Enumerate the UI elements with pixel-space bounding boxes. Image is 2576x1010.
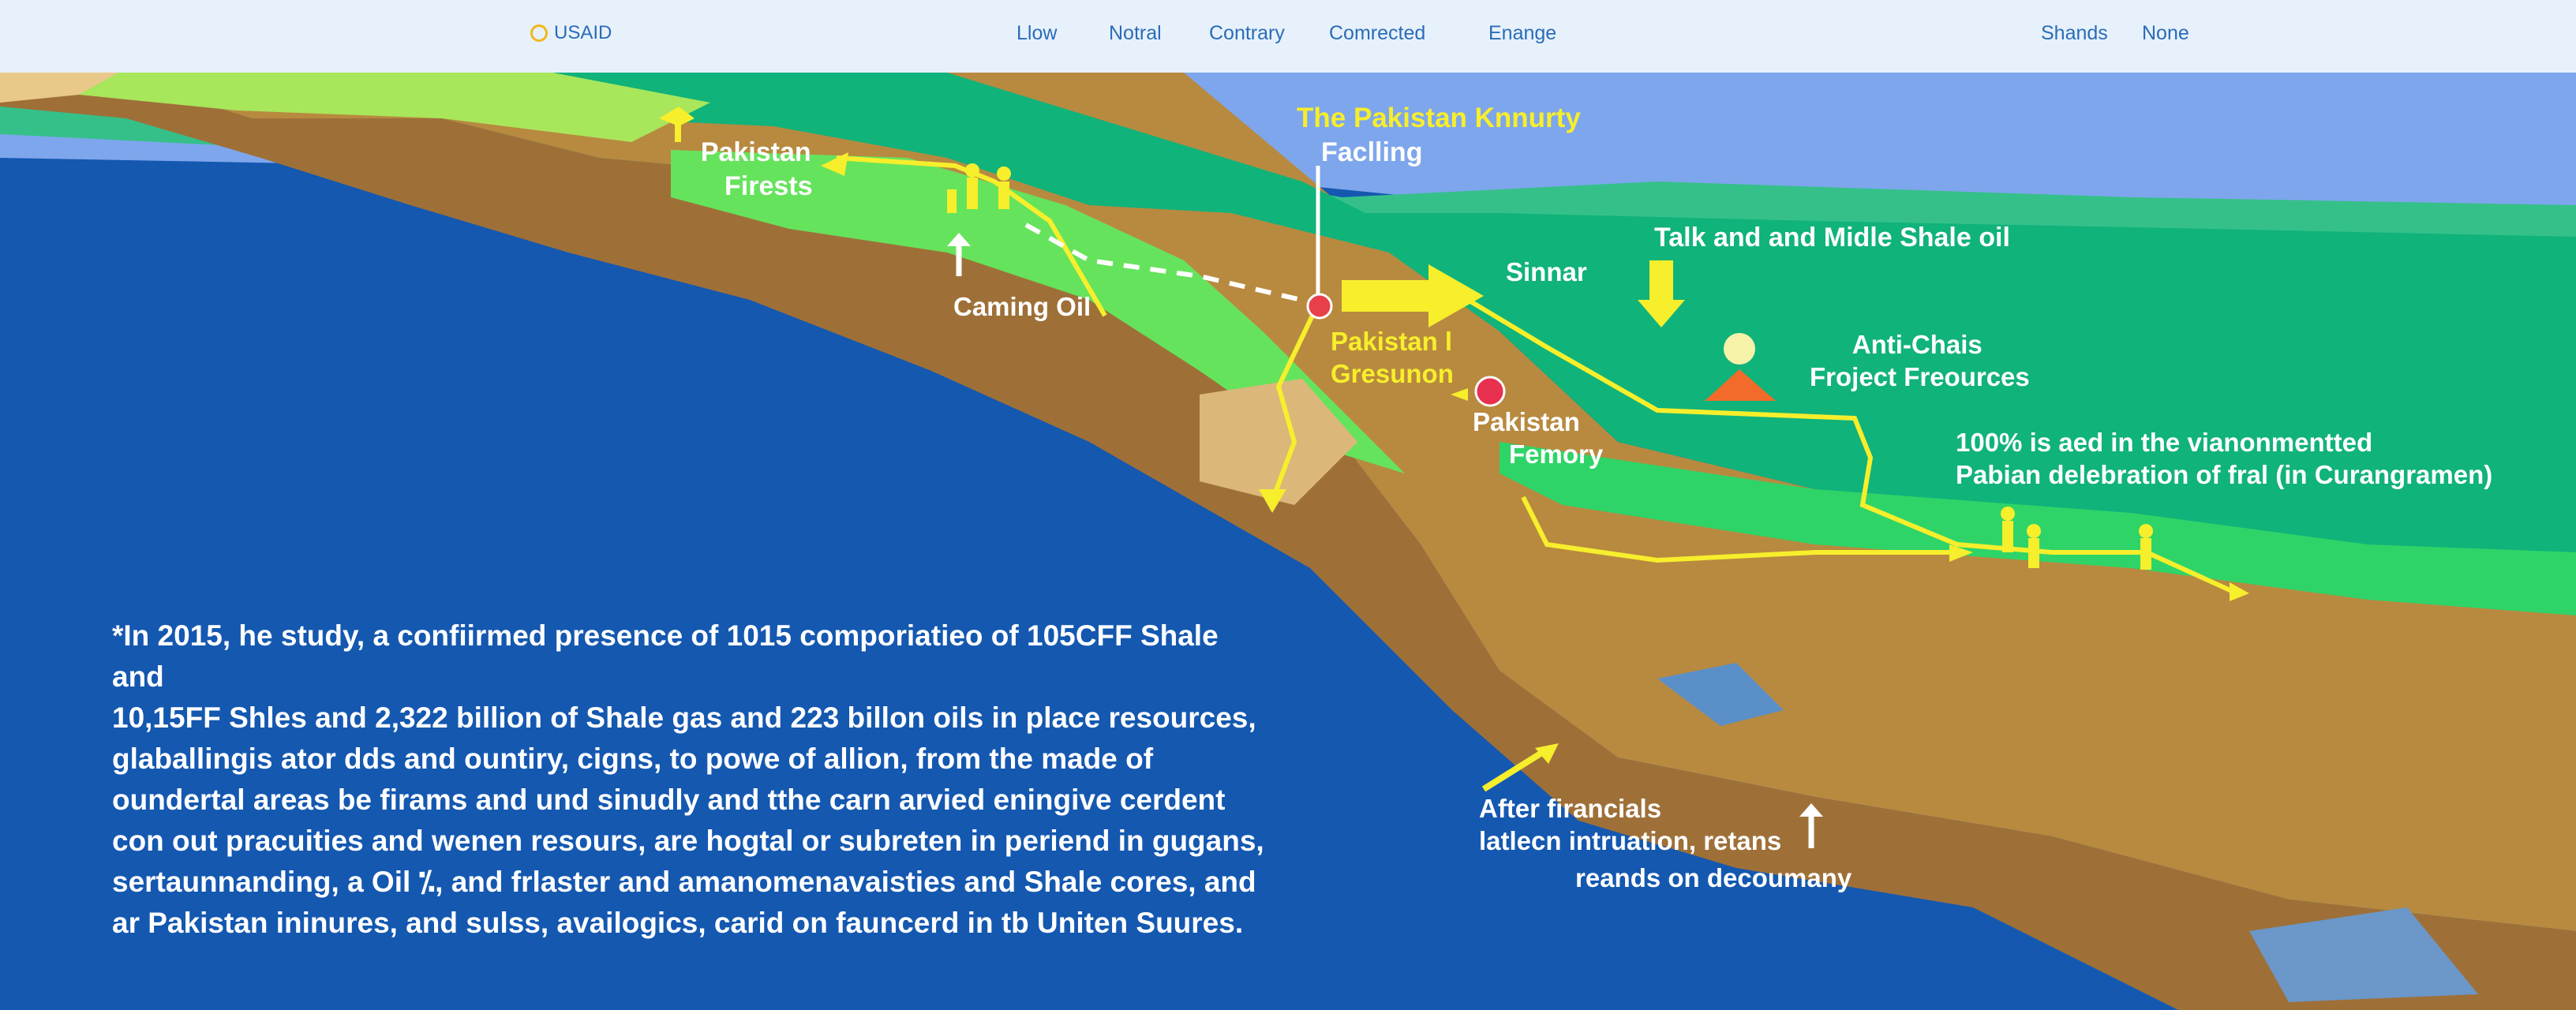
label-pakistan-femory: Pakistan Femory [1473,406,1603,471]
label-reands: reands on decoumany [1575,863,1852,892]
label-line: Pakistan l [1331,327,1453,356]
label-line: Anti-Chais [1852,330,1983,359]
grass-top-left [0,73,710,142]
arrow-down-trail [1259,489,1286,513]
label-line: latlecn intruation, retans [1479,826,1782,856]
paragraph-line: ar Pakistan ininures, and sulss, availog… [112,907,1244,939]
location-pin-icon [1306,293,1333,320]
tent-icon [1705,369,1776,401]
label-percent-note: 100% is aed in the vianonmentted Pabian … [1956,426,2492,492]
top-nav: USAID Llow Notral Contrary Comrected Ena… [0,0,2576,73]
label-line: Femory [1509,440,1604,469]
nav-link-notral[interactable]: Notral [1109,22,1162,44]
paragraph-line: con out pracuities and wenen resours, ar… [112,825,1264,857]
paragraph-line: *In 2015, he study, a confiirmed presenc… [112,619,1219,693]
grass-slope-center [671,150,1405,473]
brand-label: USAID [554,22,612,43]
paragraph-line: 10,15FF Shles and 2,322 billion of Shale… [112,701,1256,734]
rock-shadow-1 [1657,663,1784,726]
label-line: Pabian delebration of fral (in Curangram… [1956,460,2493,490]
arrow-right-small [1949,544,1973,562]
label-pakistan-firests: Pakistan Firests [699,136,813,203]
logo-circle-icon [530,24,548,42]
nav-link-enange[interactable]: Enange [1488,22,1557,44]
figure-group-right [2001,507,2153,570]
tree-icon [659,107,695,142]
arrow-up-white-head [1799,803,1823,817]
paragraph-line: sertaunnanding, a Oil ⁒, and frlaster an… [112,866,1256,898]
paragraph-line: glaballingis ator dds and ountiry, cigns… [112,743,1154,775]
label-line: 100% is aed in the vianonmentted [1956,428,2373,457]
nav-link-comrected[interactable]: Comrected [1329,22,1426,44]
cliff-face [0,73,2576,931]
nav-link-contrary[interactable]: Contrary [1209,22,1285,44]
label-after-financials: After firancials latlecn intruation, ret… [1479,792,1781,858]
trail-dashed-white [1024,223,1319,306]
cliff-shadow [0,75,2576,1010]
arrow-diag-shaft [1481,746,1549,792]
brand-link[interactable]: USAID [530,17,612,49]
nav-link-none[interactable]: None [2142,22,2189,44]
paragraph-line: oundertal areas be firams and und sinudl… [112,784,1226,816]
label-line: Firests [724,170,813,201]
sand-patch-center [1200,379,1357,505]
study-paragraph: *In 2015, he study, a confiirmed presenc… [112,615,1264,944]
nav-link-llow[interactable]: Llow [1017,22,1058,44]
arrow-left-femory [1451,388,1468,401]
figure-group-left [947,163,1011,213]
trail-lower-yellow [1521,496,1957,563]
trail-down-yellow [1268,302,1320,507]
nav-link-shands[interactable]: Shands [2041,22,2108,44]
subtitle-label: Faclling [1321,137,1423,167]
arrow-right-large [1342,264,1484,327]
label-line: Pakistan [1473,407,1580,436]
arrow-down-yellow [1638,260,1685,327]
arrow-diag-head [1535,743,1559,764]
arrow-up-left-head [947,233,971,246]
title-label: The Pakistan Knnurty [1297,103,1581,133]
label-line: Pakistan [700,137,811,167]
label-line: Gresunon [1331,359,1454,389]
label-caming-oil: Caming Oil [953,292,1091,321]
trail-left-yellow [836,155,1107,317]
label-talk-shale: Talk and and Midle Shale oil [1654,223,2010,252]
label-pakistan-gresunon: Pakistan l Gresunon [1331,325,1454,391]
sand-patch-corner [0,73,118,103]
label-anti-chais: Anti-Chais Froject Freources [1810,328,2030,394]
label-sinnar: Sinnar [1506,257,1587,286]
trail-right-yellow [1466,297,2053,555]
sun-icon [1724,333,1755,365]
label-line: Froject Freources [1810,362,2030,392]
label-line: After firancials [1479,794,1662,823]
green-plateau [0,73,2576,568]
rock-shadow-2 [2249,907,2478,1002]
arrow-end [2230,582,2249,601]
arrow-left-small [821,152,848,176]
chat-marker-icon [1474,376,1506,407]
